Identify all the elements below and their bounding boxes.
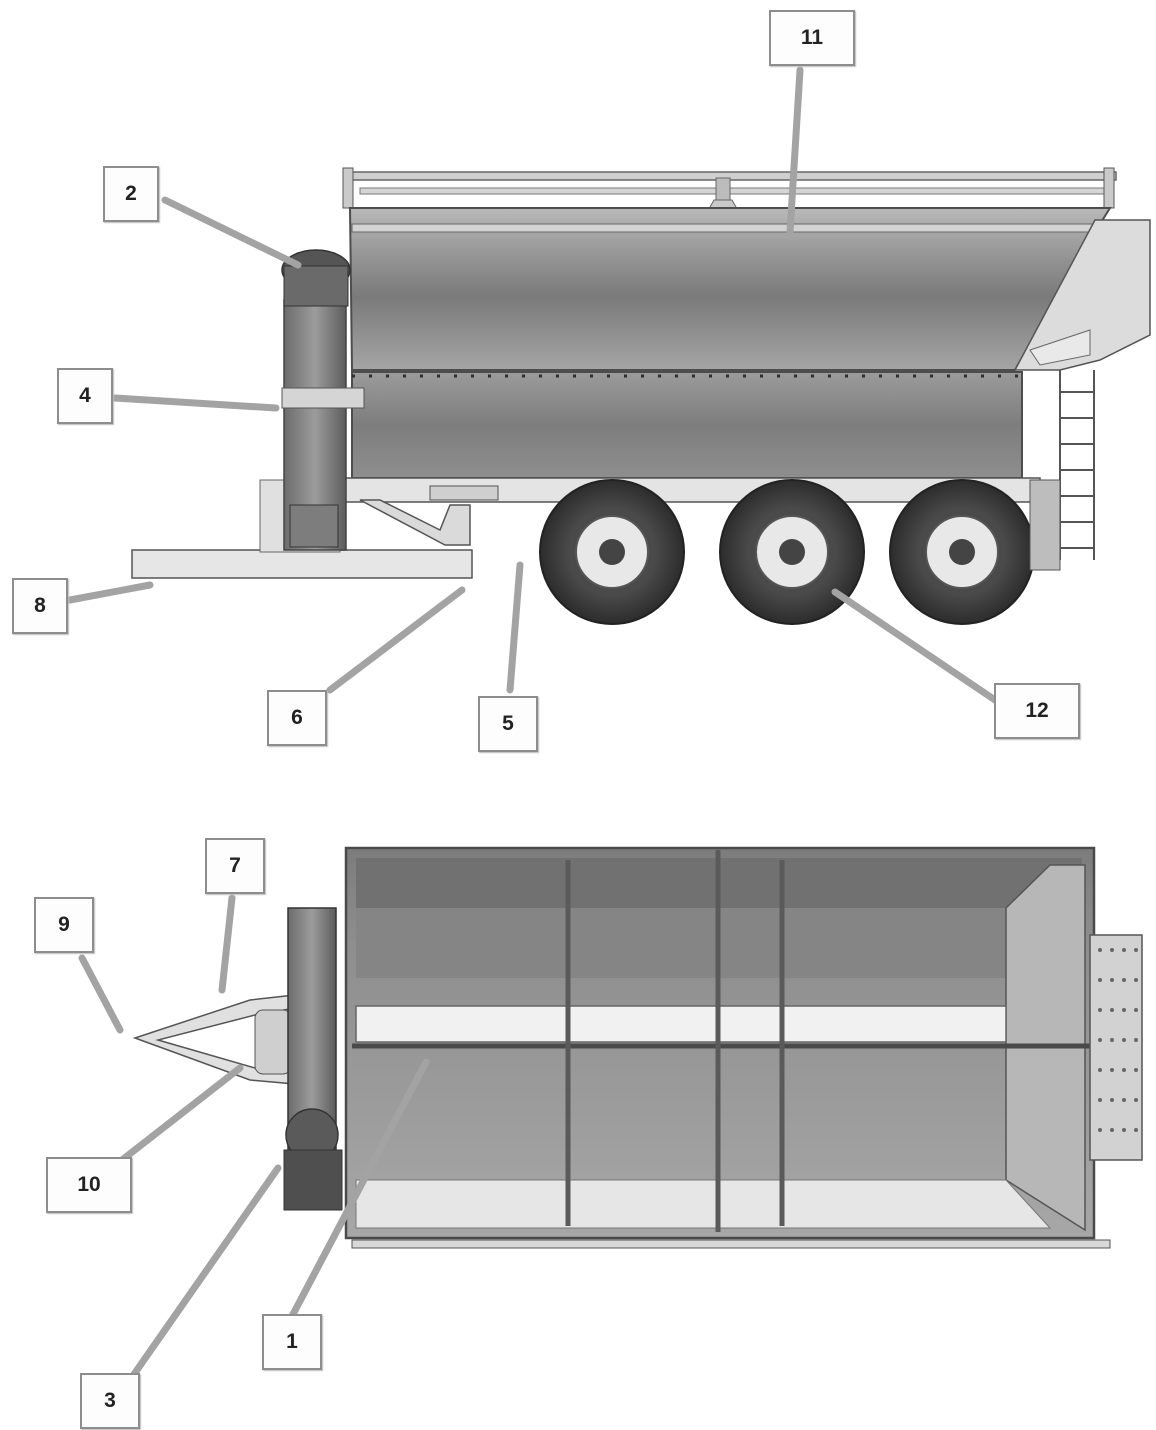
callout-8: 8 (12, 578, 68, 634)
callout-5: 5 (478, 696, 538, 752)
leader-1 (286, 1058, 430, 1324)
callout-3: 3 (80, 1373, 140, 1429)
callout-2: 2 (103, 166, 159, 222)
callout-12: 12 (994, 683, 1080, 739)
callout-6: 6 (267, 690, 327, 746)
leader-12 (831, 588, 999, 704)
leader-11 (786, 66, 804, 236)
wheel (539, 479, 685, 625)
side-view (131, 167, 1151, 625)
leader-9 (78, 954, 124, 1034)
callout-10: 10 (46, 1157, 132, 1213)
leader-4 (111, 394, 280, 412)
callout-11: 11 (769, 10, 855, 66)
wheel (719, 479, 865, 625)
leader-3 (126, 1164, 282, 1384)
callout-4: 4 (57, 368, 113, 424)
callout-1: 1 (262, 1314, 322, 1370)
leader-8 (66, 581, 154, 604)
callout-7: 7 (205, 838, 265, 894)
wheel (889, 479, 1035, 625)
leader-5 (506, 561, 524, 694)
leader-arrows (66, 66, 999, 1384)
leader-10 (118, 1064, 244, 1164)
leader-7 (218, 894, 236, 994)
leader-2 (161, 196, 302, 269)
leader-6 (326, 586, 466, 694)
top-view (132, 846, 1143, 1249)
callout-9: 9 (34, 897, 94, 953)
